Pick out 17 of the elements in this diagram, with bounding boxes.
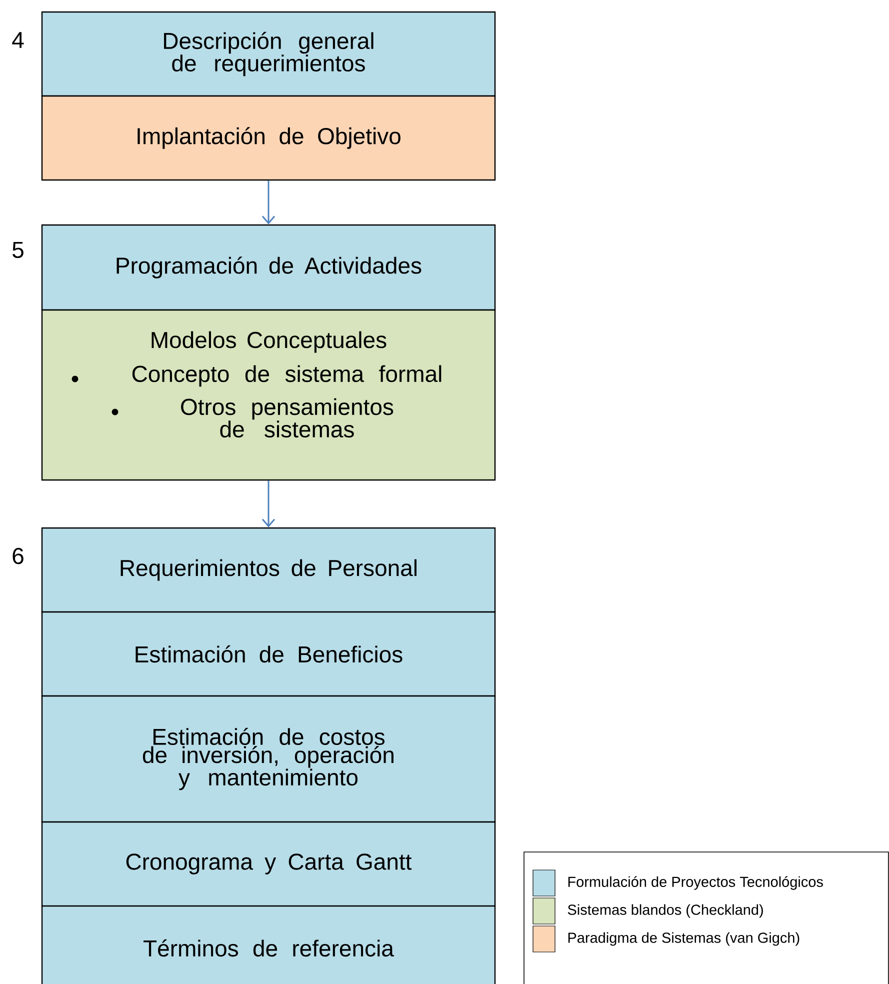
step-number: 5 bbox=[12, 242, 24, 258]
process-box: Programación de Actividades bbox=[41, 224, 496, 311]
process-box: Requerimientos de Personal bbox=[41, 527, 496, 613]
legend-label: Formulación de Proyectos Tecnológicos bbox=[568, 876, 823, 890]
legend-label: Sistemas blandos (Checkland) bbox=[568, 904, 763, 918]
legend-label: Paradigma de Sistemas (van Gigch) bbox=[568, 932, 800, 946]
step-number: 4 bbox=[12, 32, 24, 48]
process-box: Estimación de Beneficios bbox=[41, 611, 496, 697]
process-box: Implantación de Objetivo bbox=[41, 95, 496, 181]
process-box: Modelos Conceptuales Concepto de sistema formal Otros pensamientos de sistemas bbox=[41, 309, 496, 481]
process-box: Estimación de costos de inversión, operación y mantenimiento bbox=[41, 695, 496, 823]
process-box: Términos de referencia bbox=[41, 905, 496, 984]
arrow bbox=[262, 480, 276, 528]
arrow bbox=[262, 180, 276, 224]
process-box: Descripción general de requerimientos bbox=[41, 11, 496, 97]
process-box: Cronograma y Carta Gantt bbox=[41, 821, 496, 907]
step-number: 6 bbox=[12, 548, 24, 564]
